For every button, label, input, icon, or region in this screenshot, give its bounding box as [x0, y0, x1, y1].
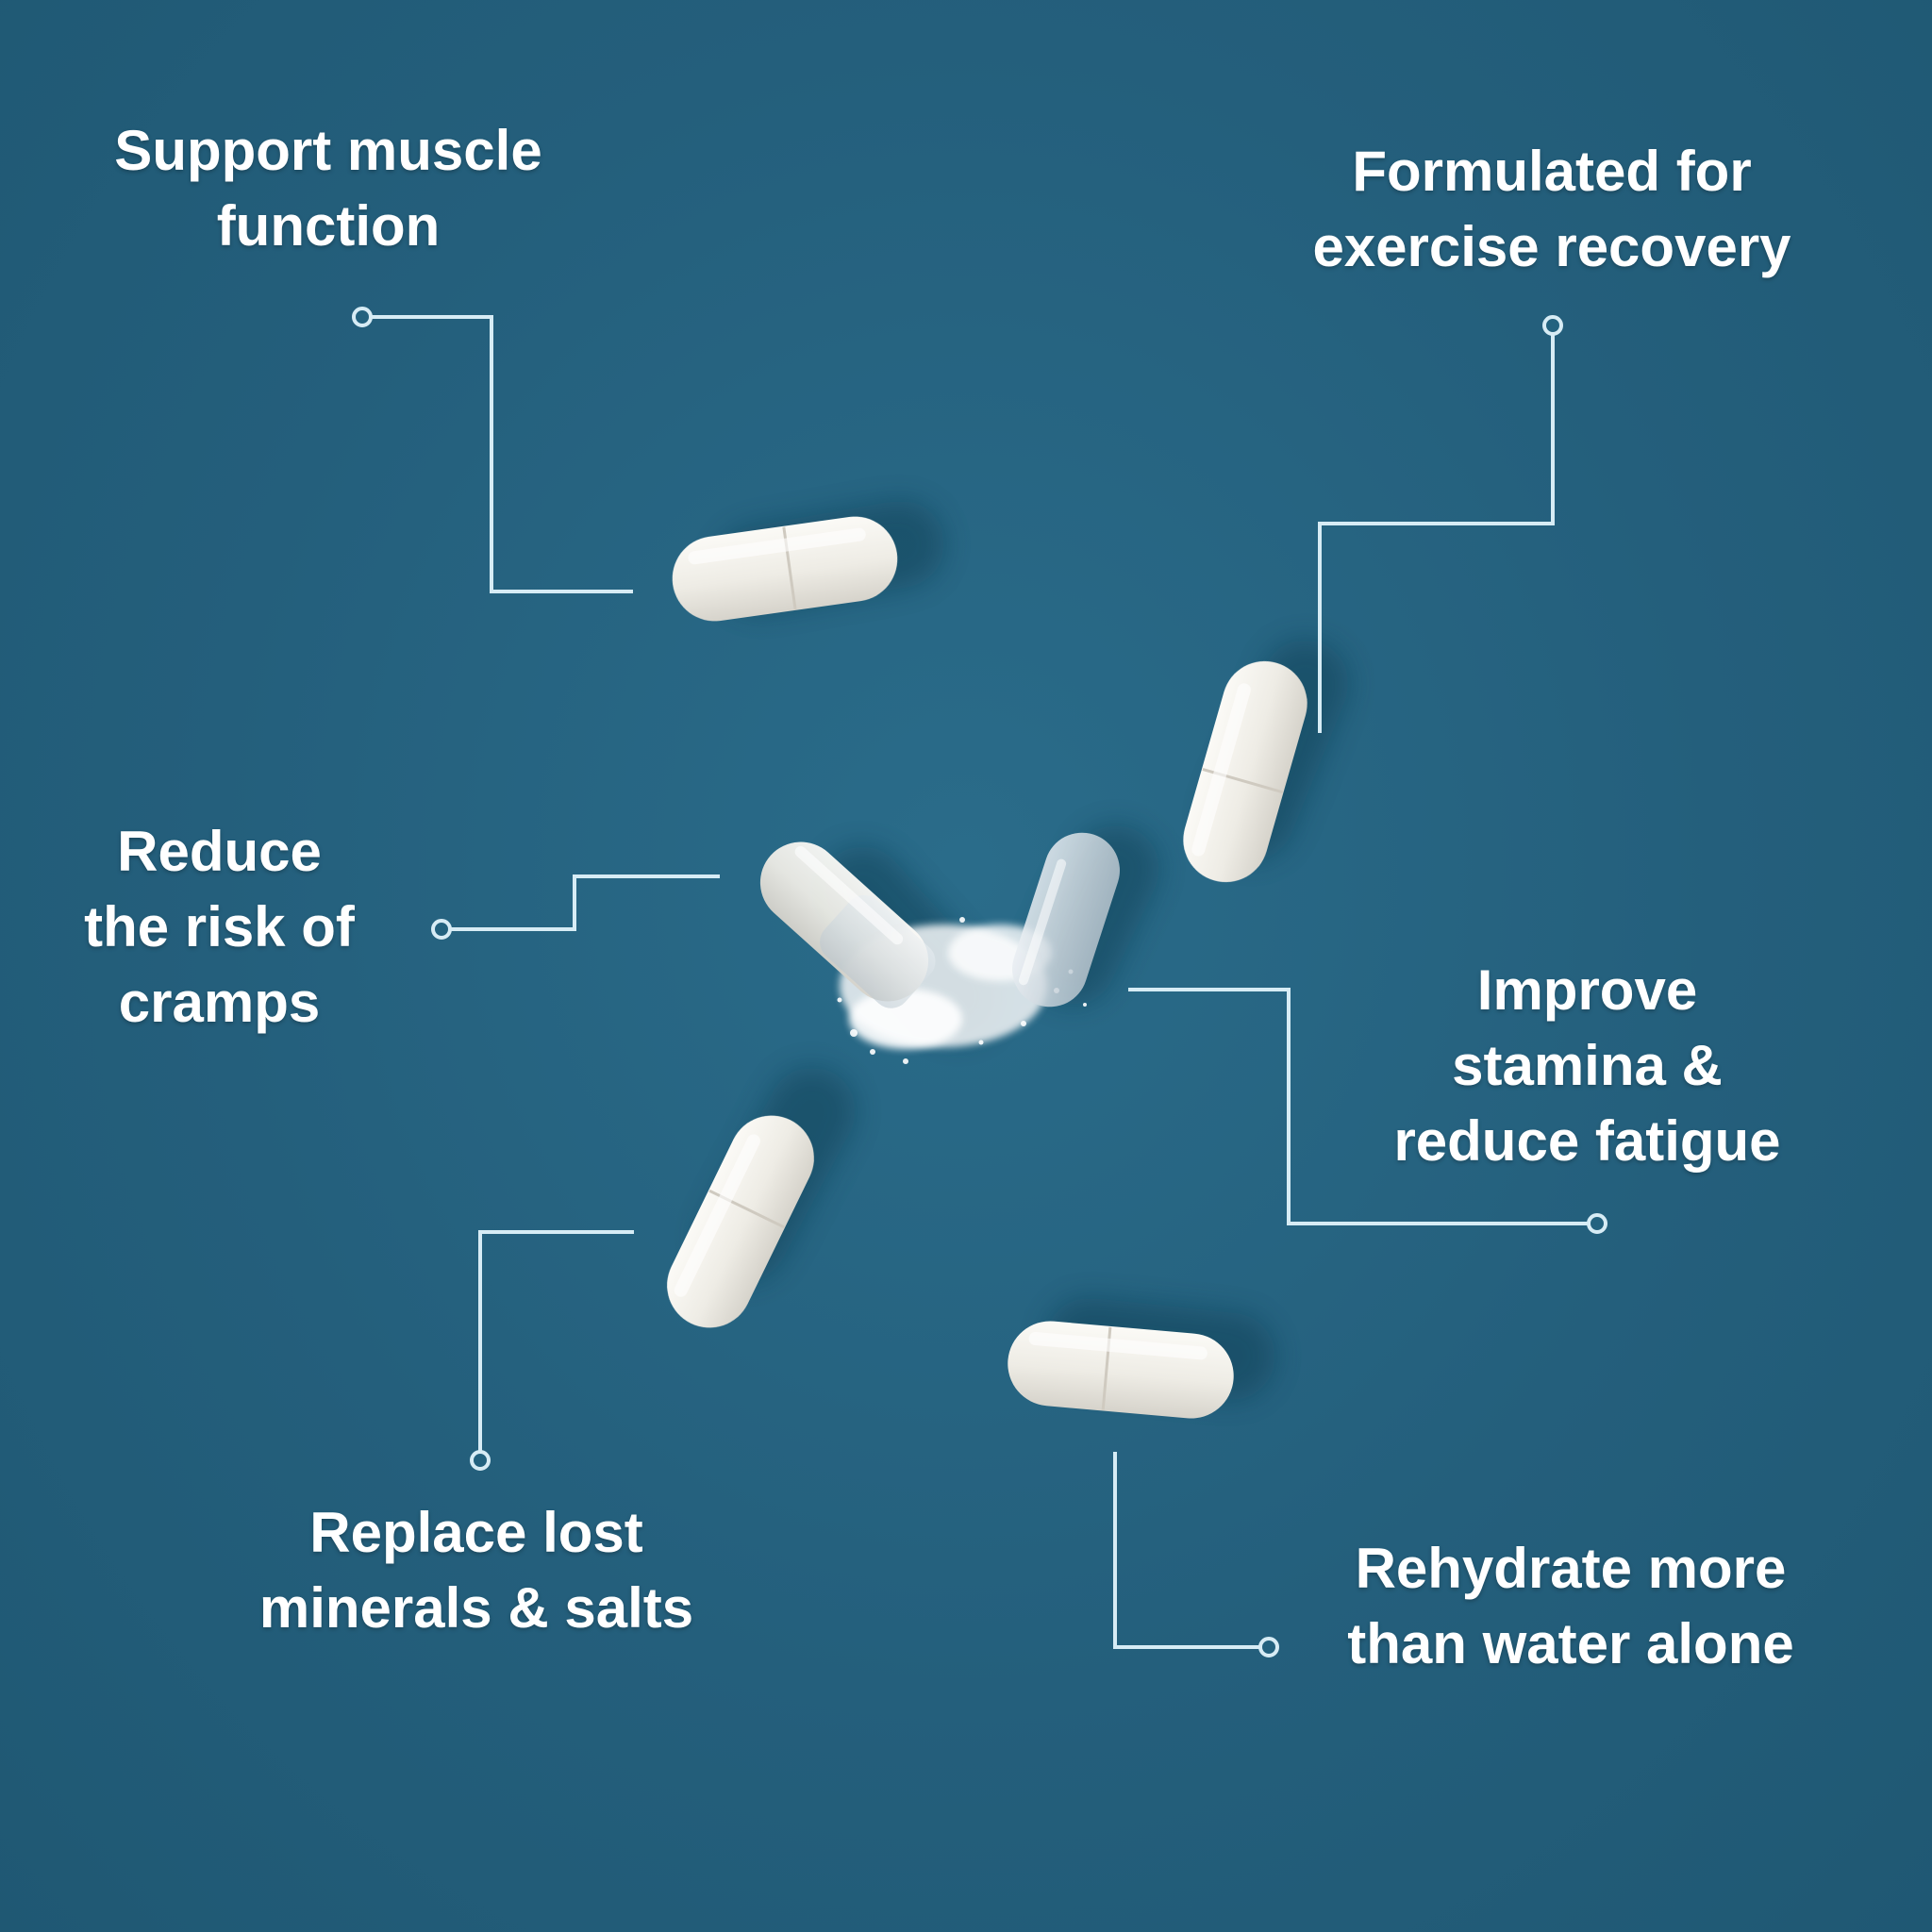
capsule [1008, 1321, 1234, 1419]
callout-support-muscle: Support muscle function [55, 113, 602, 264]
callout-reduce-cramps: Reduce the risk of cramps [38, 814, 401, 1041]
connector-recovery [1318, 315, 1563, 733]
callout-line: the risk of [84, 895, 355, 958]
capsule-open-right [1012, 832, 1120, 1008]
callout-exercise-recovery: Formulated for exercise recovery [1241, 134, 1863, 285]
callout-line: Support muscle [114, 119, 542, 182]
callout-line: function [216, 194, 441, 258]
callout-line: reduce fatigue [1393, 1109, 1781, 1173]
connector-rehydrate [1113, 1452, 1279, 1657]
connector-muscle [352, 307, 633, 593]
connector-minerals [470, 1230, 634, 1471]
callout-line: Rehydrate more [1355, 1537, 1787, 1600]
callout-line: exercise recovery [1312, 215, 1791, 278]
callout-improve-stamina: Improve stamina & reduce fatigue [1349, 953, 1825, 1179]
callout-line: minerals & salts [258, 1576, 694, 1640]
callout-line: cramps [118, 971, 321, 1034]
callout-line: Improve [1476, 958, 1698, 1022]
callout-line: than water alone [1347, 1612, 1794, 1675]
callout-line: Formulated for [1352, 140, 1752, 203]
callout-line: Replace lost [309, 1501, 643, 1564]
capsule [667, 1115, 814, 1328]
callout-line: Reduce [117, 820, 322, 883]
callout-replace-minerals: Replace lost minerals & salts [203, 1495, 750, 1646]
callout-rehydrate: Rehydrate more than water alone [1297, 1531, 1844, 1682]
capsule-open-left [759, 841, 936, 1008]
capsule [1183, 660, 1307, 883]
connector-stamina [1128, 988, 1607, 1234]
capsule [672, 516, 898, 622]
callout-line: stamina & [1452, 1034, 1723, 1097]
connector-cramps [431, 874, 720, 940]
